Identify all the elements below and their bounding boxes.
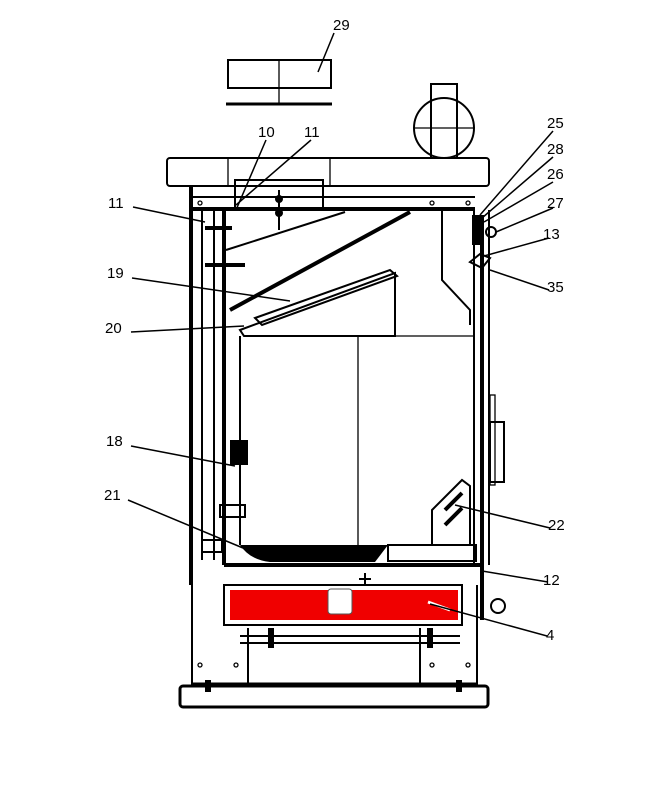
label-26: 26 <box>547 166 564 183</box>
label-18: 18 <box>106 433 123 450</box>
label-25: 25 <box>547 115 564 132</box>
label-13: 13 <box>543 226 560 243</box>
part-29-top-plate <box>226 59 332 106</box>
leader-lines <box>127 32 554 637</box>
flue-outlet <box>413 83 475 159</box>
label-35: 35 <box>547 279 564 296</box>
label-27: 27 <box>547 195 564 212</box>
label-29: 29 <box>333 17 350 34</box>
label-10: 10 <box>258 124 275 141</box>
label-4: 4 <box>546 627 554 644</box>
label-19: 19 <box>107 265 124 282</box>
stove-body <box>189 186 505 620</box>
top-cover <box>166 157 490 187</box>
label-11-left: 11 <box>108 195 124 212</box>
label-22: 22 <box>548 517 565 534</box>
label-21: 21 <box>104 487 121 504</box>
label-28: 28 <box>547 141 564 158</box>
base-plinth <box>178 684 490 709</box>
label-11-top: 11 <box>304 124 320 141</box>
label-20: 20 <box>105 320 122 337</box>
label-12: 12 <box>543 572 560 589</box>
